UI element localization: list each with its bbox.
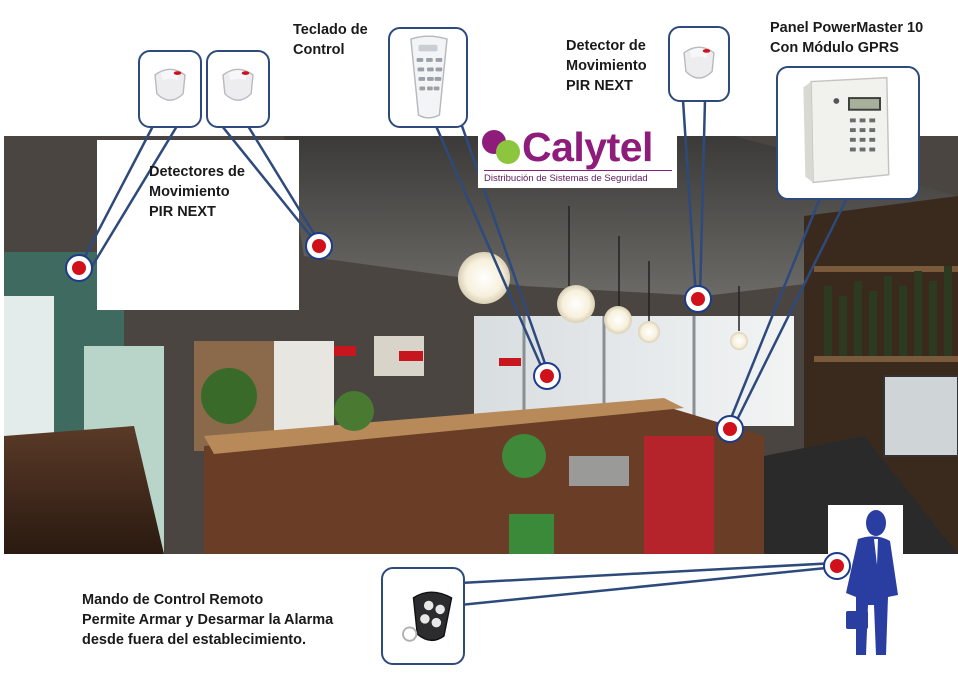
person-box <box>828 505 903 663</box>
sensor-marker <box>716 415 744 443</box>
connector-panel <box>725 197 822 429</box>
pir-detector-icon <box>683 46 715 79</box>
bar-interior-photo <box>4 136 958 554</box>
label-line: Movimiento <box>566 58 647 74</box>
label-line: Movimiento <box>149 184 230 200</box>
logo-name: Calytel <box>522 124 653 170</box>
connector-remote <box>459 561 837 585</box>
label-panel: Panel PowerMaster 10 Con Módulo GPRS <box>770 18 923 58</box>
label-detectors-pair: Detectores de Movimiento PIR NEXT <box>149 162 245 222</box>
pir-detector-callout-3 <box>668 26 730 102</box>
logo-tagline: Distribución de Sistemas de Seguridad <box>484 173 648 184</box>
sensor-marker <box>65 254 93 282</box>
connector-detector-single-b <box>698 99 707 299</box>
label-line: Permite Armar y Desarmar la Alarma <box>82 612 334 628</box>
label-mando: Mando de Control Remoto Permite Armar y … <box>82 590 333 650</box>
label-line: PIR NEXT <box>566 78 633 94</box>
label-line: Control <box>293 42 345 58</box>
connector-detector-left-2b <box>246 125 323 246</box>
label-line: Con Módulo GPRS <box>770 40 899 56</box>
sensor-marker <box>533 362 561 390</box>
pir-detector-icon <box>222 68 254 101</box>
label-line: Detectores de <box>149 164 245 180</box>
label-line: Detector de <box>566 38 646 54</box>
connector-panel-b <box>731 197 849 429</box>
label-line: Teclado de <box>293 22 368 38</box>
sensor-marker <box>823 552 851 580</box>
logo-rule <box>484 170 672 171</box>
remote-control-callout <box>381 567 465 665</box>
connector-remote-b <box>459 565 837 607</box>
sensor-marker <box>305 232 333 260</box>
control-panel-callout <box>776 66 920 200</box>
connector-keypad <box>434 125 547 376</box>
label-line: Mando de Control Remoto <box>82 592 264 608</box>
pir-detector-callout-1 <box>138 50 202 128</box>
pir-detector-icon <box>154 68 186 101</box>
sensor-marker <box>684 285 712 313</box>
label-teclado: Teclado de Control <box>293 20 368 60</box>
connector-detector-left-1b <box>89 125 179 269</box>
pir-detector-callout-2 <box>206 50 270 128</box>
remote-control-icon <box>402 591 453 642</box>
logo-mark-icon <box>482 130 520 164</box>
connector-detector-single <box>681 99 698 299</box>
connector-detector-left-2 <box>221 125 319 246</box>
label-line: desde fuera del establecimiento. <box>82 632 307 648</box>
label-detector-single: Detector de Movimiento PIR NEXT <box>566 36 647 96</box>
businessman-silhouette-icon <box>846 510 898 655</box>
keypad-icon <box>410 35 448 119</box>
connector-detector-left-1 <box>77 125 155 269</box>
label-line: PIR NEXT <box>149 204 216 220</box>
connector-keypad-b <box>460 125 551 376</box>
label-line: Panel PowerMaster 10 <box>770 20 924 36</box>
calytel-logo: Calytel Distribución de Sistemas de Segu… <box>478 124 677 188</box>
keypad-callout <box>388 27 468 128</box>
control-panel-icon <box>803 76 890 184</box>
